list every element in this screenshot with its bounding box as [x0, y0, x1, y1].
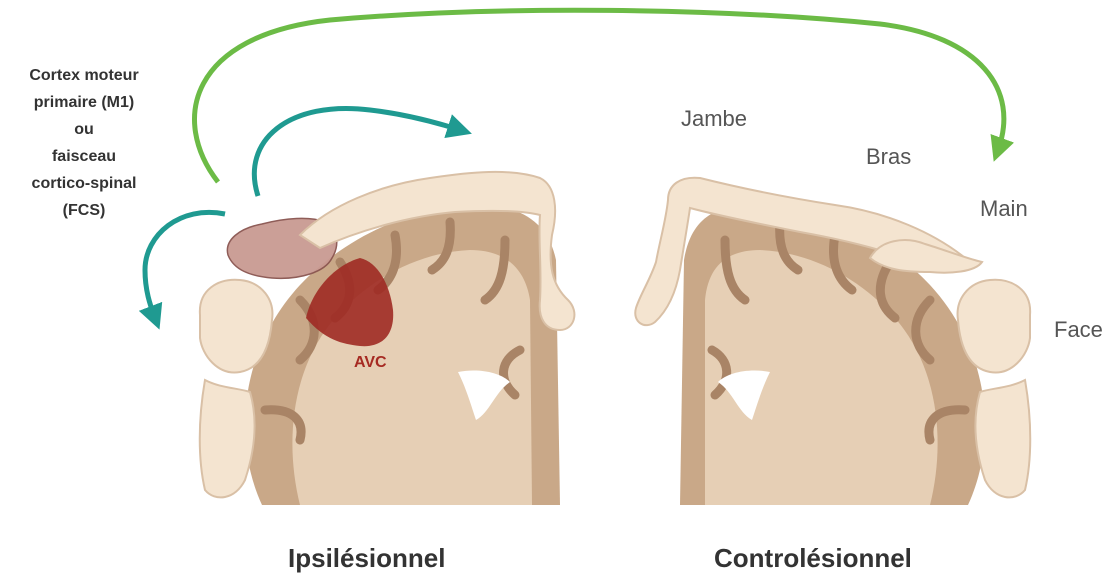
left-hemisphere: [200, 172, 575, 505]
left-homunculus-neck: [200, 380, 255, 497]
m1-label-line: (FCS): [8, 197, 160, 224]
arm-label: Bras: [866, 144, 911, 170]
leg-label: Jambe: [681, 106, 747, 132]
lesion-label: AVC: [354, 354, 387, 372]
right-hemisphere: [635, 178, 1030, 505]
face-label: Face: [1054, 317, 1103, 343]
contralesional-title: Controlésionnel: [714, 543, 912, 574]
right-homunculus-neck: [975, 380, 1030, 497]
ipsilesional-title: Ipsilésionnel: [288, 543, 446, 574]
m1-label-line: Cortex moteur: [8, 62, 160, 89]
m1-label-line: cortico-spinal: [8, 170, 160, 197]
right-homunculus-face: [958, 280, 1031, 373]
right-homunculus-hand: [870, 240, 982, 273]
left-homunculus-face: [200, 280, 273, 373]
hand-label: Main: [980, 196, 1028, 222]
m1-label-line: ou: [8, 116, 160, 143]
m1-label-line: primaire (M1): [8, 89, 160, 116]
m1-label: Cortex moteur primaire (M1) ou faisceau …: [8, 62, 160, 224]
m1-label-line: faisceau: [8, 143, 160, 170]
